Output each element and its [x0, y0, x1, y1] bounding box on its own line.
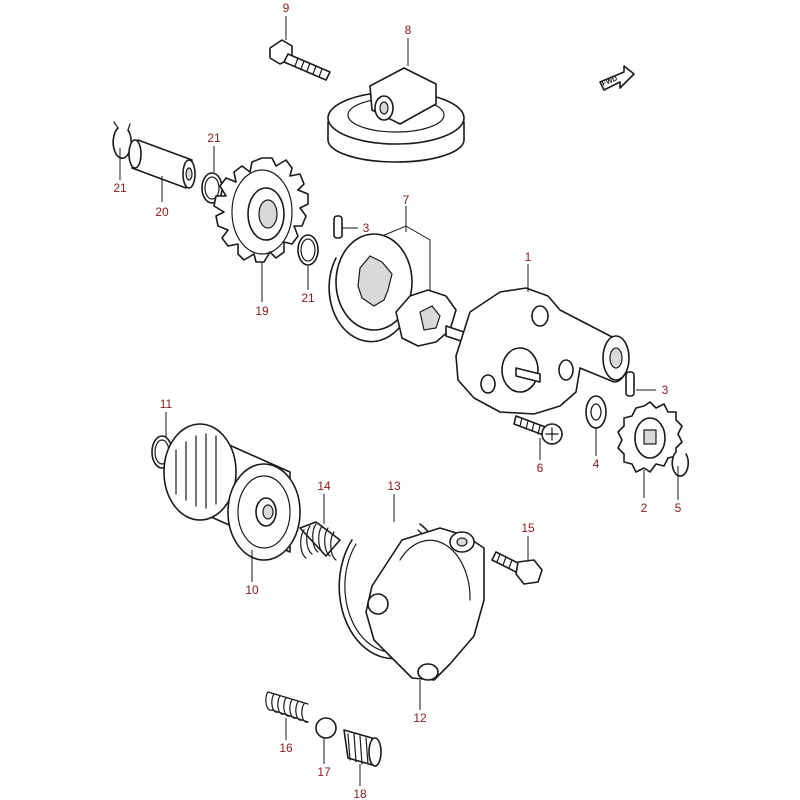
- part-18-plug: [343, 729, 382, 767]
- part-3-pin-upper: [333, 215, 343, 239]
- part-3-pin-lower: [625, 371, 635, 397]
- part-21-circlip-right: [297, 234, 319, 266]
- part-5-circlip: [671, 451, 690, 477]
- callout-7: 7: [403, 193, 410, 207]
- callout-21-right: 21: [301, 291, 315, 305]
- part-9-bolt: [269, 39, 331, 81]
- leader-lines: [119, 16, 679, 786]
- callout-21-mid: 21: [207, 131, 221, 145]
- part-2-drive-gear: [617, 401, 683, 473]
- callout-18: 18: [353, 787, 367, 800]
- callout-3-upper: 3: [363, 221, 370, 235]
- callout-2: 2: [641, 501, 648, 515]
- callout-21-left: 21: [113, 181, 127, 195]
- part-12-filter-cover: [365, 527, 485, 681]
- callout-20: 20: [155, 205, 169, 219]
- part-19-driven-gear: [213, 157, 309, 263]
- callout-13: 13: [387, 479, 401, 493]
- callout-11: 11: [160, 397, 173, 411]
- callout-9: 9: [283, 1, 290, 15]
- callout-16: 16: [279, 741, 293, 755]
- part-21-circlip-left: [112, 121, 132, 159]
- callout-10: 10: [245, 583, 259, 597]
- callout-12: 12: [413, 711, 427, 725]
- part-14-spring: [299, 521, 341, 561]
- callout-numbers: 9 8 21 20 21 19 21 3 7 1 3 4 6 2 5 11 10…: [113, 1, 681, 800]
- part-16-spring: [265, 691, 309, 723]
- part-6-screw: [513, 415, 563, 445]
- callout-3-lower: 3: [662, 383, 669, 397]
- part-15-bolt: [491, 551, 543, 585]
- callout-17: 17: [317, 765, 331, 779]
- callout-15: 15: [521, 521, 535, 535]
- part-20-shaft: [128, 139, 196, 189]
- callout-8: 8: [405, 23, 412, 37]
- callout-19: 19: [255, 304, 269, 318]
- callout-5: 5: [675, 501, 682, 515]
- part-7-outer-rotor: [328, 233, 413, 343]
- callout-14: 14: [317, 479, 331, 493]
- part-7-inner-rotor: [395, 289, 471, 347]
- part-17-ball: [315, 717, 337, 739]
- part-8-oil-strainer: [327, 67, 465, 163]
- callout-4: 4: [593, 457, 600, 471]
- callout-1: 1: [525, 250, 532, 264]
- fwd-arrow-icon: FWD: [599, 65, 635, 91]
- part-1-oil-pump-body: [455, 287, 630, 415]
- part-10-oil-filter: [163, 423, 301, 561]
- callout-6: 6: [537, 461, 544, 475]
- part-7-assembly-bracket: [381, 225, 431, 296]
- part-4-washer: [585, 395, 607, 429]
